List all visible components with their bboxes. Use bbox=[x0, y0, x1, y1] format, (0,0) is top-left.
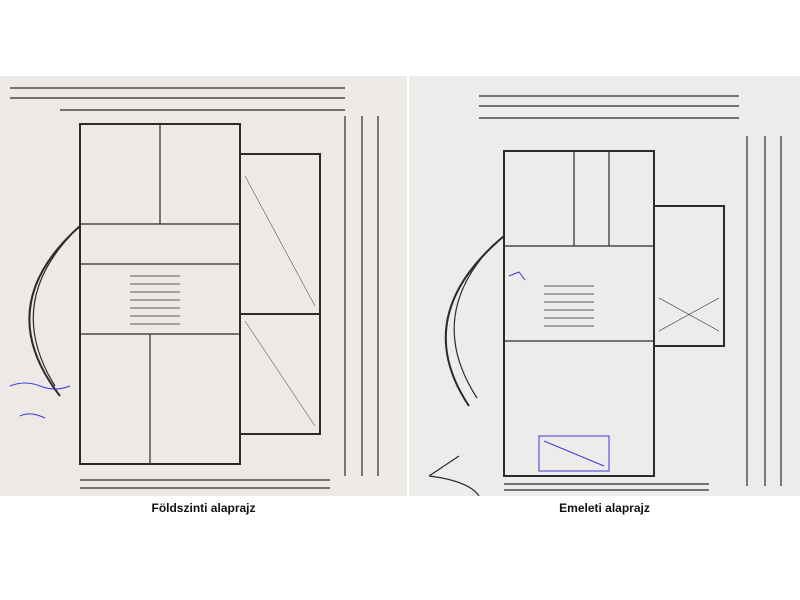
upper-floor-plan-image bbox=[409, 76, 800, 496]
ground-floor-drawing bbox=[0, 76, 407, 496]
ground-floor-plan-image bbox=[0, 76, 407, 496]
upper-floor-drawing bbox=[409, 76, 800, 496]
upper-floor-caption: Emeleti alaprajz bbox=[559, 501, 650, 515]
ground-floor-caption: Földszinti alaprajz bbox=[151, 501, 256, 515]
